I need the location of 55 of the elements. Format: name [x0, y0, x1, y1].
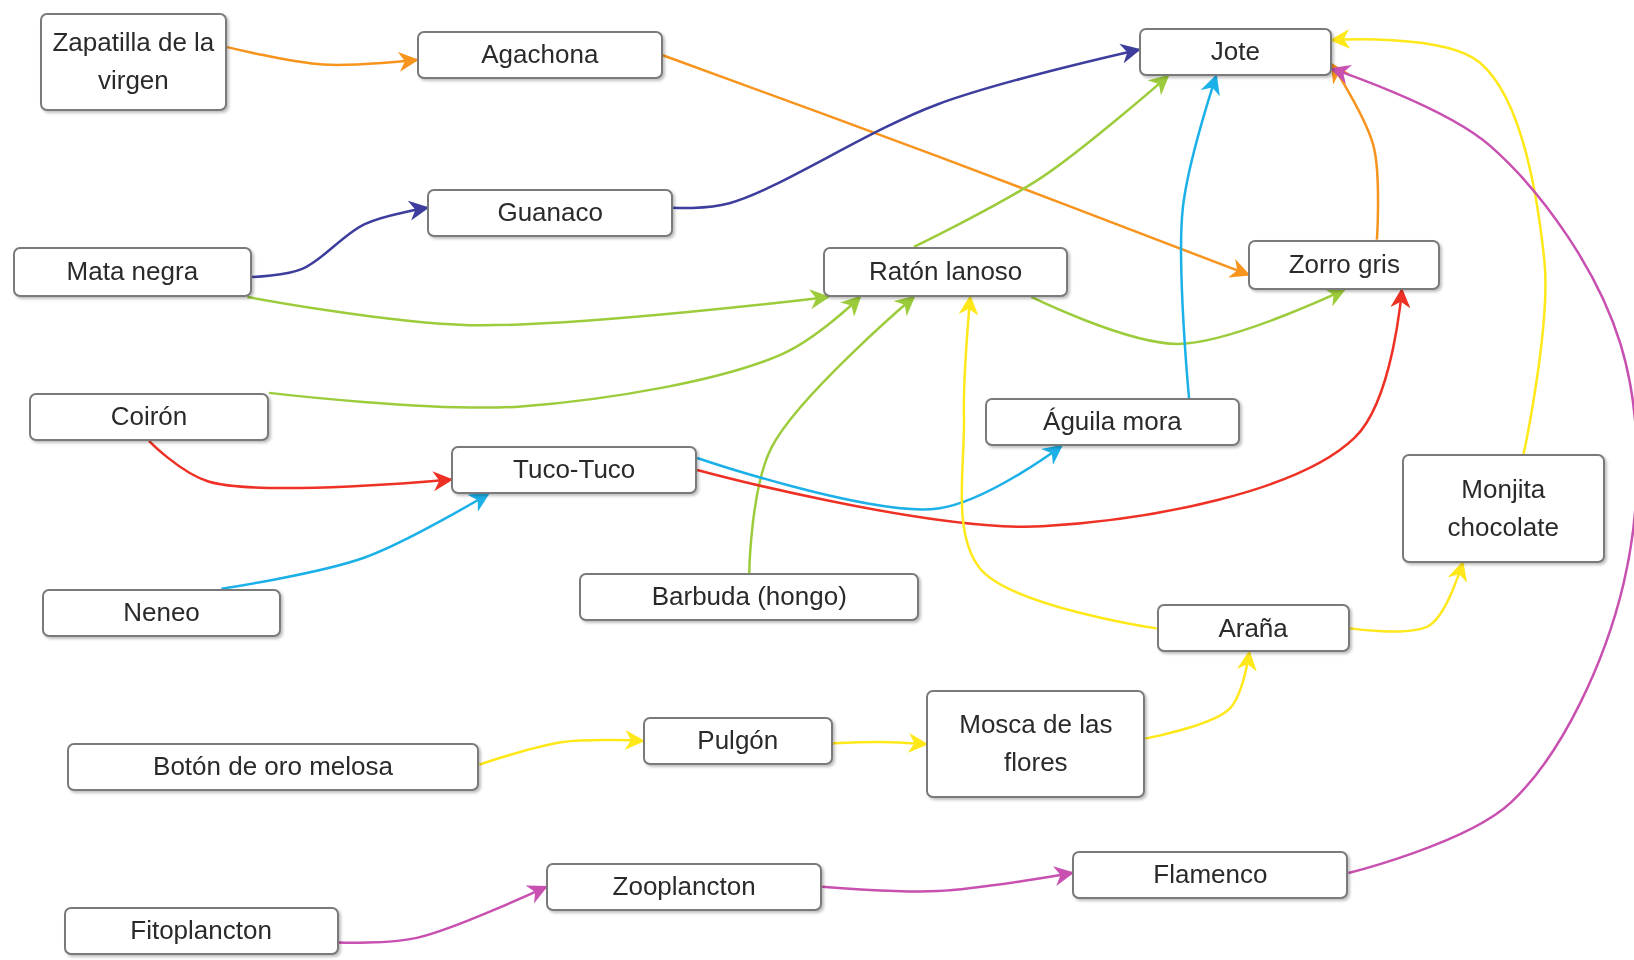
species-box — [41, 588, 282, 637]
species-name: Jote — [1210, 35, 1260, 69]
species-name: Zapatilla de la virgen — [51, 26, 216, 97]
arrow — [958, 295, 1157, 630]
arrow — [221, 492, 490, 590]
species-name: Guanaco — [497, 195, 603, 229]
species-name: Neneo — [123, 595, 200, 629]
arrow — [247, 289, 831, 327]
species-name: Monjita chocolate — [1446, 472, 1560, 544]
species-name: Araña — [1218, 611, 1288, 645]
arrow — [913, 74, 1170, 249]
species-box — [1156, 604, 1350, 653]
species-box — [12, 246, 253, 297]
species-name: Barbuda (hongo) — [651, 580, 847, 614]
species-box — [823, 246, 1069, 297]
species-box — [427, 188, 674, 237]
species-box — [416, 31, 663, 80]
species-name: Águila mora — [1043, 405, 1182, 439]
arrow — [1030, 288, 1347, 346]
species-box — [546, 862, 823, 911]
arrow — [1145, 650, 1257, 740]
species-box — [1072, 851, 1349, 900]
species-box — [579, 573, 920, 622]
species-name: Tuco-Tuco — [513, 453, 636, 487]
arrow — [696, 444, 1063, 511]
species-name: Pulgón — [697, 724, 779, 758]
arrow — [696, 287, 1411, 528]
species-name: Flamenco — [1153, 858, 1268, 892]
species-box — [39, 12, 228, 112]
species-box — [451, 446, 698, 494]
species-box — [984, 398, 1241, 446]
species-box — [63, 906, 339, 955]
species-name: Coirón — [110, 399, 188, 433]
species-box — [66, 743, 480, 791]
arrow — [748, 295, 916, 574]
species-box — [926, 689, 1146, 799]
species-name: Zooplancton — [612, 869, 756, 903]
species-name: Mosca de las flores — [958, 708, 1114, 780]
species-box — [1401, 454, 1605, 563]
species-name: Fitoplancton — [130, 913, 272, 947]
arrow — [1179, 74, 1220, 399]
species-box — [1248, 239, 1441, 290]
arrow — [338, 885, 548, 944]
species-name: Botón de oro melosa — [153, 750, 393, 784]
species-name: Ratón lanoso — [869, 255, 1023, 289]
arrow — [673, 43, 1141, 210]
arrow — [1349, 560, 1467, 633]
species-box — [1139, 28, 1332, 77]
species-box — [642, 716, 833, 765]
arrow — [1330, 62, 1380, 240]
species-box — [29, 392, 269, 441]
arrow — [268, 295, 862, 409]
species-name: Mata negra — [66, 255, 199, 289]
species-name: Agachona — [481, 38, 599, 72]
species-name: Zorro gris — [1288, 247, 1400, 281]
